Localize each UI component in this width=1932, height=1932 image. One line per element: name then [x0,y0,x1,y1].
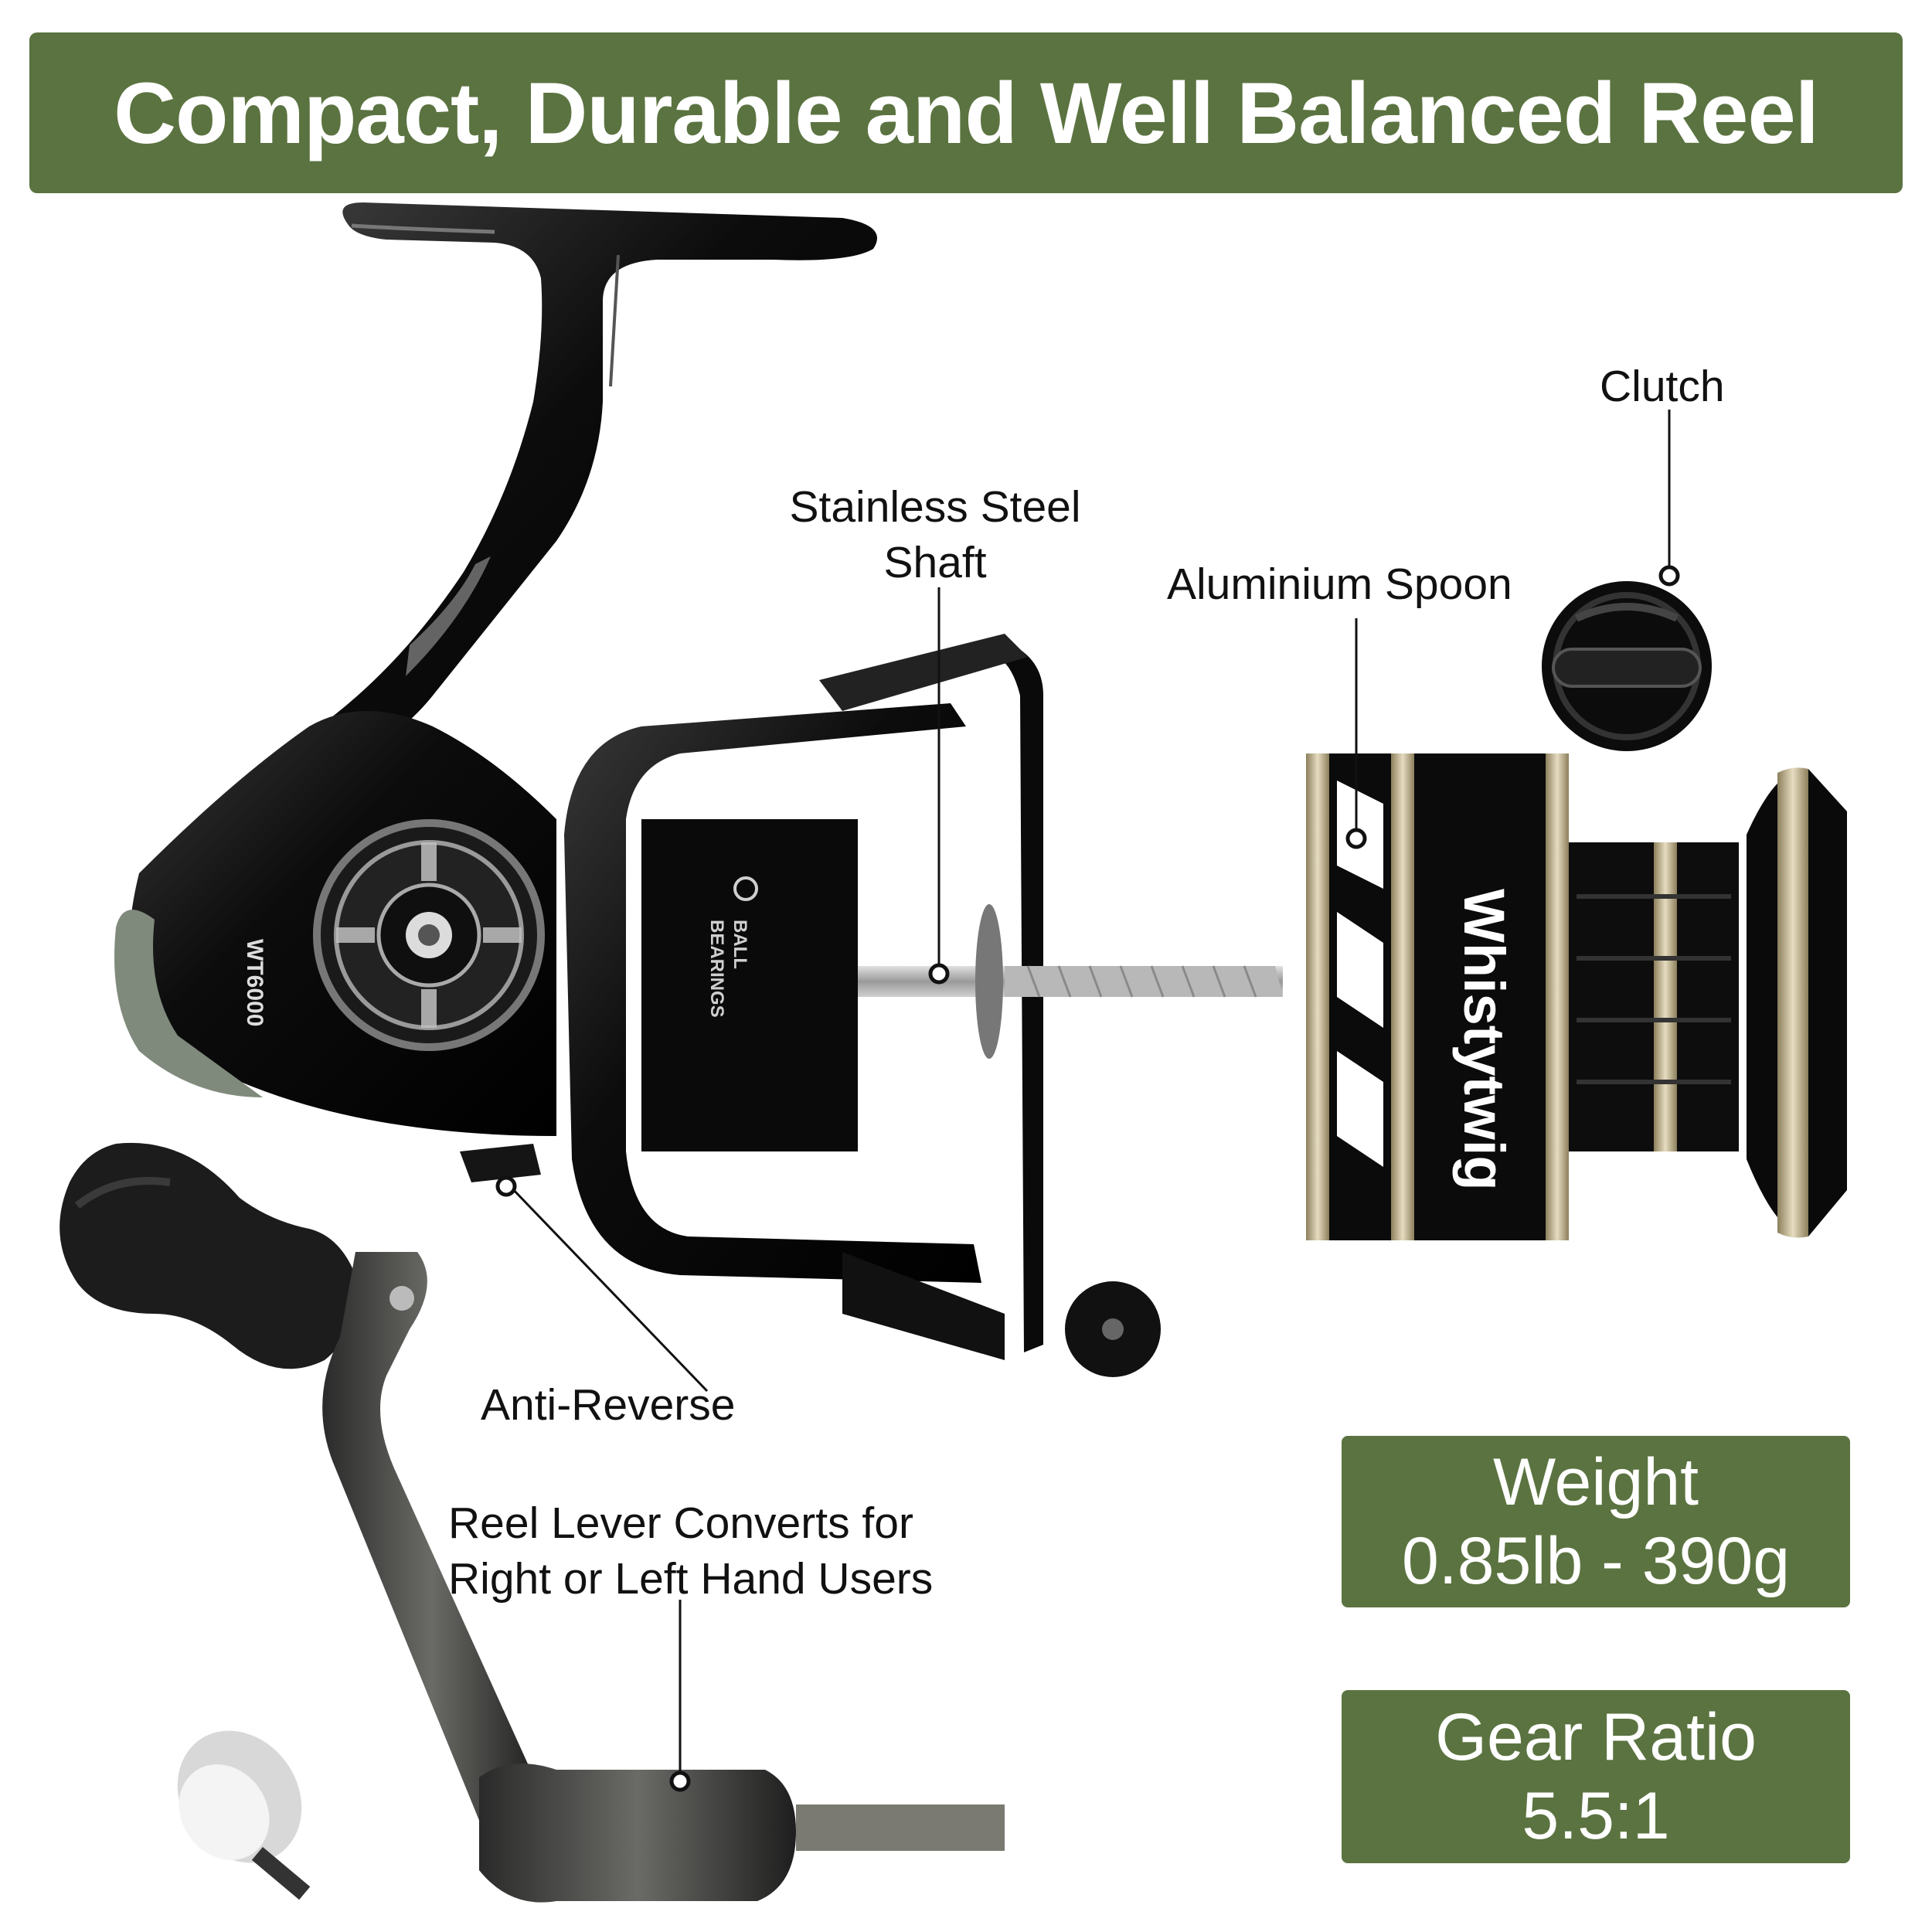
shaft-label: Stainless Steel Shaft [773,479,1097,590]
title-banner: Compact, Durable and Well Balanced Reel [29,32,1903,193]
gear-ratio-value: 5.5:1 [1522,1779,1670,1853]
ball-bearings-line2: BEARINGS [706,920,727,1018]
spool-label: Aluminium Spoon [1167,560,1512,609]
anti-reverse-lever [460,1144,541,1182]
handle-knob [60,1142,357,1369]
reel-lever-label-line1: Reel Lever Converts for [448,1498,913,1548]
clutch-knob [1542,581,1712,751]
callout-dots [495,565,1680,1792]
clutch-label: Clutch [1600,362,1725,411]
gear-ratio-title: Gear Ratio [1435,1700,1757,1774]
reel-foot [325,202,877,765]
weight-value: 0.85lb - 390g [1401,1524,1791,1598]
page-title: Compact, Durable and Well Balanced Reel [114,64,1819,162]
bearing-icon [733,876,758,901]
reel-lever-label: Reel Lever Converts for Right or Left Ha… [448,1495,933,1607]
reel-lever-label-line2: Right or Left Hand Users [448,1554,934,1604]
handle-screw-cap [177,1730,311,1900]
main-shaft [858,904,1283,1059]
crank-arm [322,1252,1005,1903]
gear-ratio-spec-box: Gear Ratio 5.5:1 [1342,1690,1850,1863]
ball-bearings-line1: BALL [730,920,750,969]
brand-marking: Whistytwig [1452,889,1516,1191]
model-marking: WT6000 [242,939,267,1026]
shaft-label-line2: Shaft [883,538,987,587]
weight-title: Weight [1492,1445,1699,1519]
anti-reverse-label: Anti-Reverse [481,1380,736,1430]
aluminium-spool: Whistytwig [1306,753,1847,1240]
shaft-label-line1: Stainless Steel [789,482,1081,532]
rotor-hub [313,819,545,1051]
callout-lines [509,410,1671,1781]
weight-spec-box: Weight 0.85lb - 390g [1342,1436,1850,1607]
bail-arm: BALL BEARINGS [564,634,1161,1377]
